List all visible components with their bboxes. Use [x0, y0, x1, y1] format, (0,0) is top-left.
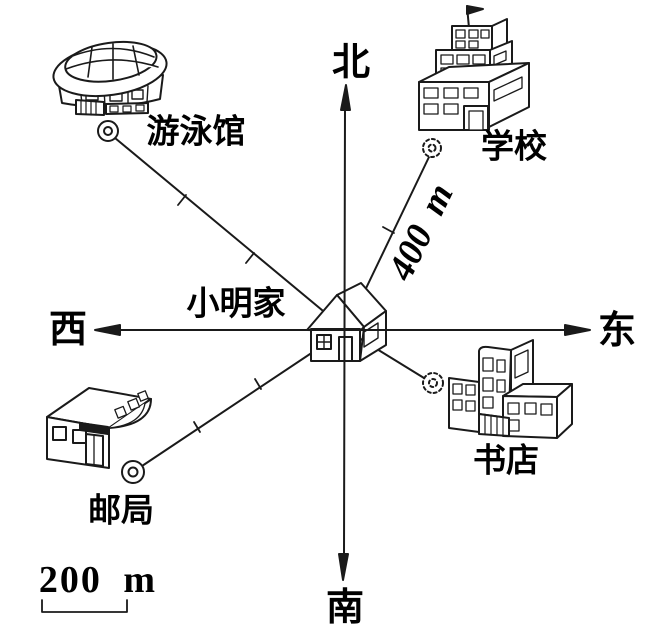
swimming-pool-label: 游泳馆 — [146, 114, 246, 151]
bookstore-building-icon — [448, 339, 573, 439]
bookstore-marker — [422, 372, 444, 394]
home-label: 小明家 — [186, 286, 286, 323]
north-arrowhead-icon — [340, 84, 351, 111]
bookstore-label: 书店 — [473, 443, 539, 480]
compass-east-label: 东 — [597, 310, 637, 352]
scale-bar-label: 200 m — [38, 559, 158, 601]
compass-axes — [94, 84, 591, 581]
swimming-pool-marker — [97, 120, 119, 142]
scale-bar — [41, 599, 128, 613]
location-markers — [97, 120, 444, 484]
compass-south-label: 南 — [325, 587, 365, 629]
route-ticks — [177, 194, 395, 433]
post-office-building-icon — [46, 387, 152, 469]
house-icon — [306, 282, 387, 362]
post-office-marker — [121, 460, 145, 484]
west-arrowhead-icon — [94, 324, 121, 336]
compass-north-label: 北 — [331, 42, 371, 84]
school-marker — [422, 138, 442, 158]
east-arrowhead-icon — [564, 324, 591, 336]
stadium-icon — [52, 40, 168, 116]
school-label: 学校 — [481, 129, 547, 166]
school-building-icon — [418, 5, 530, 131]
south-arrowhead-icon — [338, 553, 349, 581]
post-office-label: 邮局 — [88, 493, 154, 530]
route-line-swimming-pool — [114, 137, 347, 331]
compass-west-label: 西 — [48, 309, 88, 351]
